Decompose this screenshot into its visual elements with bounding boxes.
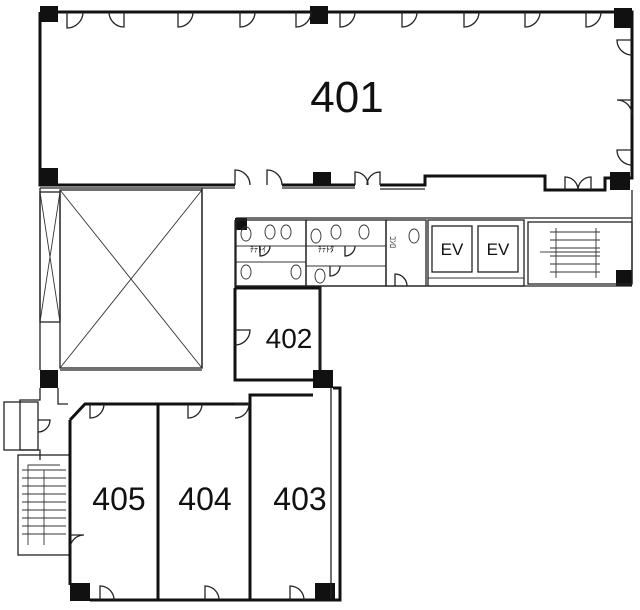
room-404[interactable] — [158, 402, 252, 602]
room-405-label: 405 — [92, 481, 145, 517]
column — [313, 370, 333, 388]
column — [40, 168, 58, 185]
svg-text:ﾁﾃﾄｲ: ﾁﾃﾄｲ — [250, 245, 266, 254]
elevator-car — [477, 225, 519, 273]
stairs-east — [527, 190, 633, 285]
room-403-label: 403 — [273, 481, 326, 517]
pipe-shaft — [39, 191, 61, 323]
column — [70, 583, 90, 601]
utility-room — [385, 219, 427, 287]
elevator-car — [431, 225, 473, 273]
stairs-southwest — [17, 454, 71, 556]
structural-columns — [40, 6, 632, 601]
room-404-label: 404 — [178, 481, 231, 517]
elevator-label: EV — [487, 240, 510, 259]
room-401-label: 401 — [310, 73, 383, 122]
closet — [3, 401, 51, 451]
column — [40, 6, 58, 22]
elevator-label: EV — [441, 240, 464, 259]
column — [310, 6, 328, 24]
core-corridor — [236, 217, 632, 370]
column — [610, 172, 630, 190]
svg-text:ｺﾝﾛ: ｺﾝﾛ — [388, 236, 397, 248]
column — [616, 270, 632, 286]
column — [315, 583, 335, 601]
column — [40, 370, 58, 388]
column — [614, 8, 632, 28]
column — [313, 172, 331, 186]
room-402-label: 402 — [266, 323, 313, 354]
svg-text:ﾁﾃﾄﾀ: ﾁﾃﾄﾀ — [318, 245, 334, 254]
room-401-doors — [66, 11, 633, 191]
room-403[interactable] — [234, 386, 342, 602]
toilet-core: ﾁﾃﾄｲ ﾁﾃﾄﾀ ｺﾝﾛ — [235, 219, 397, 287]
column — [235, 218, 247, 230]
atrium-void — [39, 188, 203, 371]
